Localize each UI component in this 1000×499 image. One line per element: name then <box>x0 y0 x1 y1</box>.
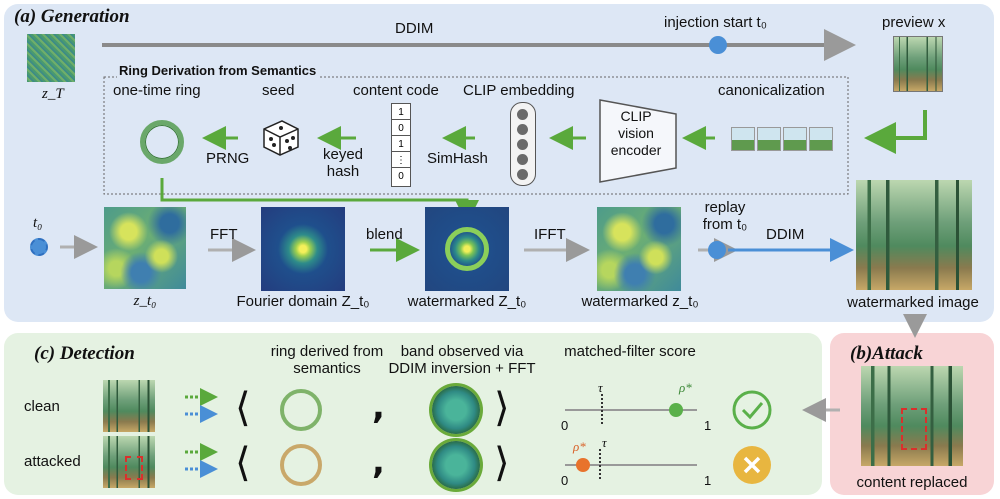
band-observed-attacked <box>432 441 480 489</box>
seed-label: seed <box>262 82 295 99</box>
t0-label: t₀ <box>33 215 43 231</box>
x-icon <box>733 446 771 484</box>
replay-dot <box>708 241 726 259</box>
watermarked-z-label: watermarked z_t₀ <box>581 293 699 310</box>
row-label-attacked: attacked <box>24 453 81 470</box>
canonicalization-label: canonicalization <box>718 82 825 99</box>
fft-label: FFT <box>210 226 238 243</box>
content-code-label: content code <box>353 82 439 99</box>
rho-clean: ρ* <box>679 380 692 395</box>
zT-noise-image <box>27 34 75 82</box>
tau-clean: τ <box>598 380 603 395</box>
zt0-label: z_t₀ <box>133 293 157 309</box>
zT-label: z_T <box>42 86 64 102</box>
clean-thumbnail <box>103 380 155 432</box>
score-header: matched-filter score <box>564 343 696 360</box>
rho-point-attacked <box>576 458 590 472</box>
bracket-open-clean: ⟨ <box>235 385 251 431</box>
max-clean: 1 <box>704 418 712 433</box>
ring-derived-attacked <box>280 444 322 486</box>
rho-attacked: ρ* <box>573 439 586 454</box>
clip-encoder-shape <box>599 99 677 183</box>
bracket-close-clean: ⟩ <box>494 385 510 431</box>
fourier-domain-image <box>261 207 345 291</box>
fourier-domain-label: Fourier domain Z_t₀ <box>236 293 370 310</box>
band-observed-clean <box>432 386 480 434</box>
attack-title: (b)Attack <box>850 343 923 364</box>
code-bit-4: 0 <box>391 167 411 187</box>
replay-label: replay from t₀ <box>702 199 748 233</box>
attacked-thumbnail <box>103 436 155 488</box>
injection-start-dot <box>709 36 727 54</box>
canon-image-1 <box>731 127 755 151</box>
ring-derivation-box <box>103 76 849 195</box>
clip-embedding-label: CLIP embedding <box>463 82 575 99</box>
dice-icon <box>263 120 299 156</box>
max-attacked: 1 <box>704 473 712 488</box>
blend-label: blend <box>366 226 403 243</box>
keyed-hash-label: keyed hash <box>322 146 364 180</box>
prng-label: PRNG <box>206 150 250 167</box>
preview-to-canon-arrow <box>864 110 927 154</box>
comma-clean: , <box>372 387 385 427</box>
band-observed-header: band observed via DDIM inversion + FFT <box>388 343 536 377</box>
watermarked-image <box>856 180 972 290</box>
canon-image-4 <box>809 127 833 151</box>
ring-derived-header: ring derived from semantics <box>270 343 384 377</box>
ring-derivation-title: Ring Derivation from Semantics <box>117 63 319 78</box>
min-clean: 0 <box>561 418 569 433</box>
clip-encoder-label: CLIP vision encoder <box>610 108 662 158</box>
attacked-image <box>861 366 963 466</box>
simhash-label: SimHash <box>427 150 488 167</box>
one-time-ring-label: one-time ring <box>113 82 201 99</box>
tau-attacked: τ <box>602 435 607 450</box>
detection-title: (c) Detection <box>34 343 135 364</box>
comma-attacked: , <box>372 442 385 482</box>
generation-title: (a) Generation <box>14 6 130 27</box>
canon-image-3 <box>783 127 807 151</box>
ddim-bottom-label: DDIM <box>766 226 805 243</box>
code-bit-1: 0 <box>391 119 411 139</box>
t0-dot <box>30 238 48 256</box>
canon-image-2 <box>757 127 781 151</box>
watermarked-image-label: watermarked image <box>847 294 979 311</box>
row-label-clean: clean <box>24 398 60 415</box>
watermarked-Z-label: watermarked Z_t₀ <box>407 293 527 310</box>
watermarked-Z-image <box>425 207 509 291</box>
bracket-open-attacked: ⟨ <box>235 440 251 486</box>
rho-point-clean <box>669 403 683 417</box>
ring-derived-clean <box>280 389 322 431</box>
zt0-image <box>104 207 186 289</box>
injection-start-label: injection start t₀ <box>664 14 767 31</box>
watermarked-z-image <box>597 207 681 291</box>
ifft-label: IFFT <box>534 226 566 243</box>
bracket-close-attacked: ⟩ <box>494 440 510 486</box>
min-attacked: 0 <box>561 473 569 488</box>
preview-label: preview x <box>882 14 946 31</box>
one-time-ring-icon <box>140 120 184 164</box>
ddim-top-label: DDIM <box>395 20 434 37</box>
content-replaced-label: content replaced <box>856 474 968 491</box>
preview-image <box>893 36 943 92</box>
clip-embedding-vector <box>510 102 536 186</box>
check-icon <box>734 392 770 428</box>
